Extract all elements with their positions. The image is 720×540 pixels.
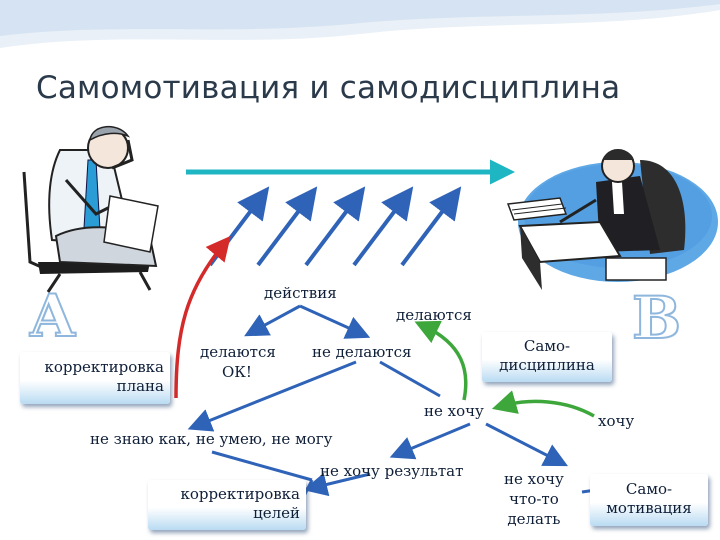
label-dont-know: не знаю как, не умею, не могу (90, 430, 333, 448)
plan-correction-box: корректировка плана (20, 352, 170, 404)
goal-correction-box: корректировка целей (148, 480, 306, 530)
label-dont-want-do: не хочу что-то делать (504, 469, 564, 529)
plan-correction-line1: корректировка (44, 358, 164, 376)
label-dont-want: не хочу (424, 402, 484, 420)
label-dont-want-do-line3: делать (507, 510, 561, 528)
green-arrow-discipline (414, 320, 468, 401)
red-feedback-arrow (174, 235, 231, 399)
self-discipline-line2: дисциплина (499, 356, 595, 374)
letter-a: A (29, 281, 76, 351)
action-arrows (208, 186, 462, 267)
self-motivation-box: Само- мотивация (590, 474, 708, 526)
label-dont-want-result: не хочу результат (320, 462, 464, 480)
label-done-top: делаются (396, 306, 472, 324)
label-not-done: не делаются (312, 343, 412, 361)
self-motivation-line2: мотивация (606, 499, 692, 517)
plan-correction-line2: плана (116, 377, 164, 395)
label-dont-want-do-line2: что-то (509, 490, 559, 508)
self-motivation-line1: Само- (625, 480, 673, 498)
self-discipline-line1: Само- (523, 337, 571, 355)
goal-correction-line1: корректировка (180, 485, 300, 503)
green-arrow-motivation (491, 390, 595, 418)
letter-b: B (631, 283, 682, 353)
header-decoration (0, 0, 720, 48)
label-want: хочу (598, 412, 635, 430)
self-discipline-box: Само- дисциплина (482, 332, 612, 382)
goal-correction-line2: целей (253, 504, 300, 522)
label-dont-want-do-line1: не хочу (504, 470, 564, 488)
label-actions: действия (264, 284, 337, 302)
label-done: делаются (200, 343, 276, 361)
slide-title: Самомотивация и самодисциплина (36, 70, 621, 106)
label-ok: ОК! (222, 363, 252, 381)
